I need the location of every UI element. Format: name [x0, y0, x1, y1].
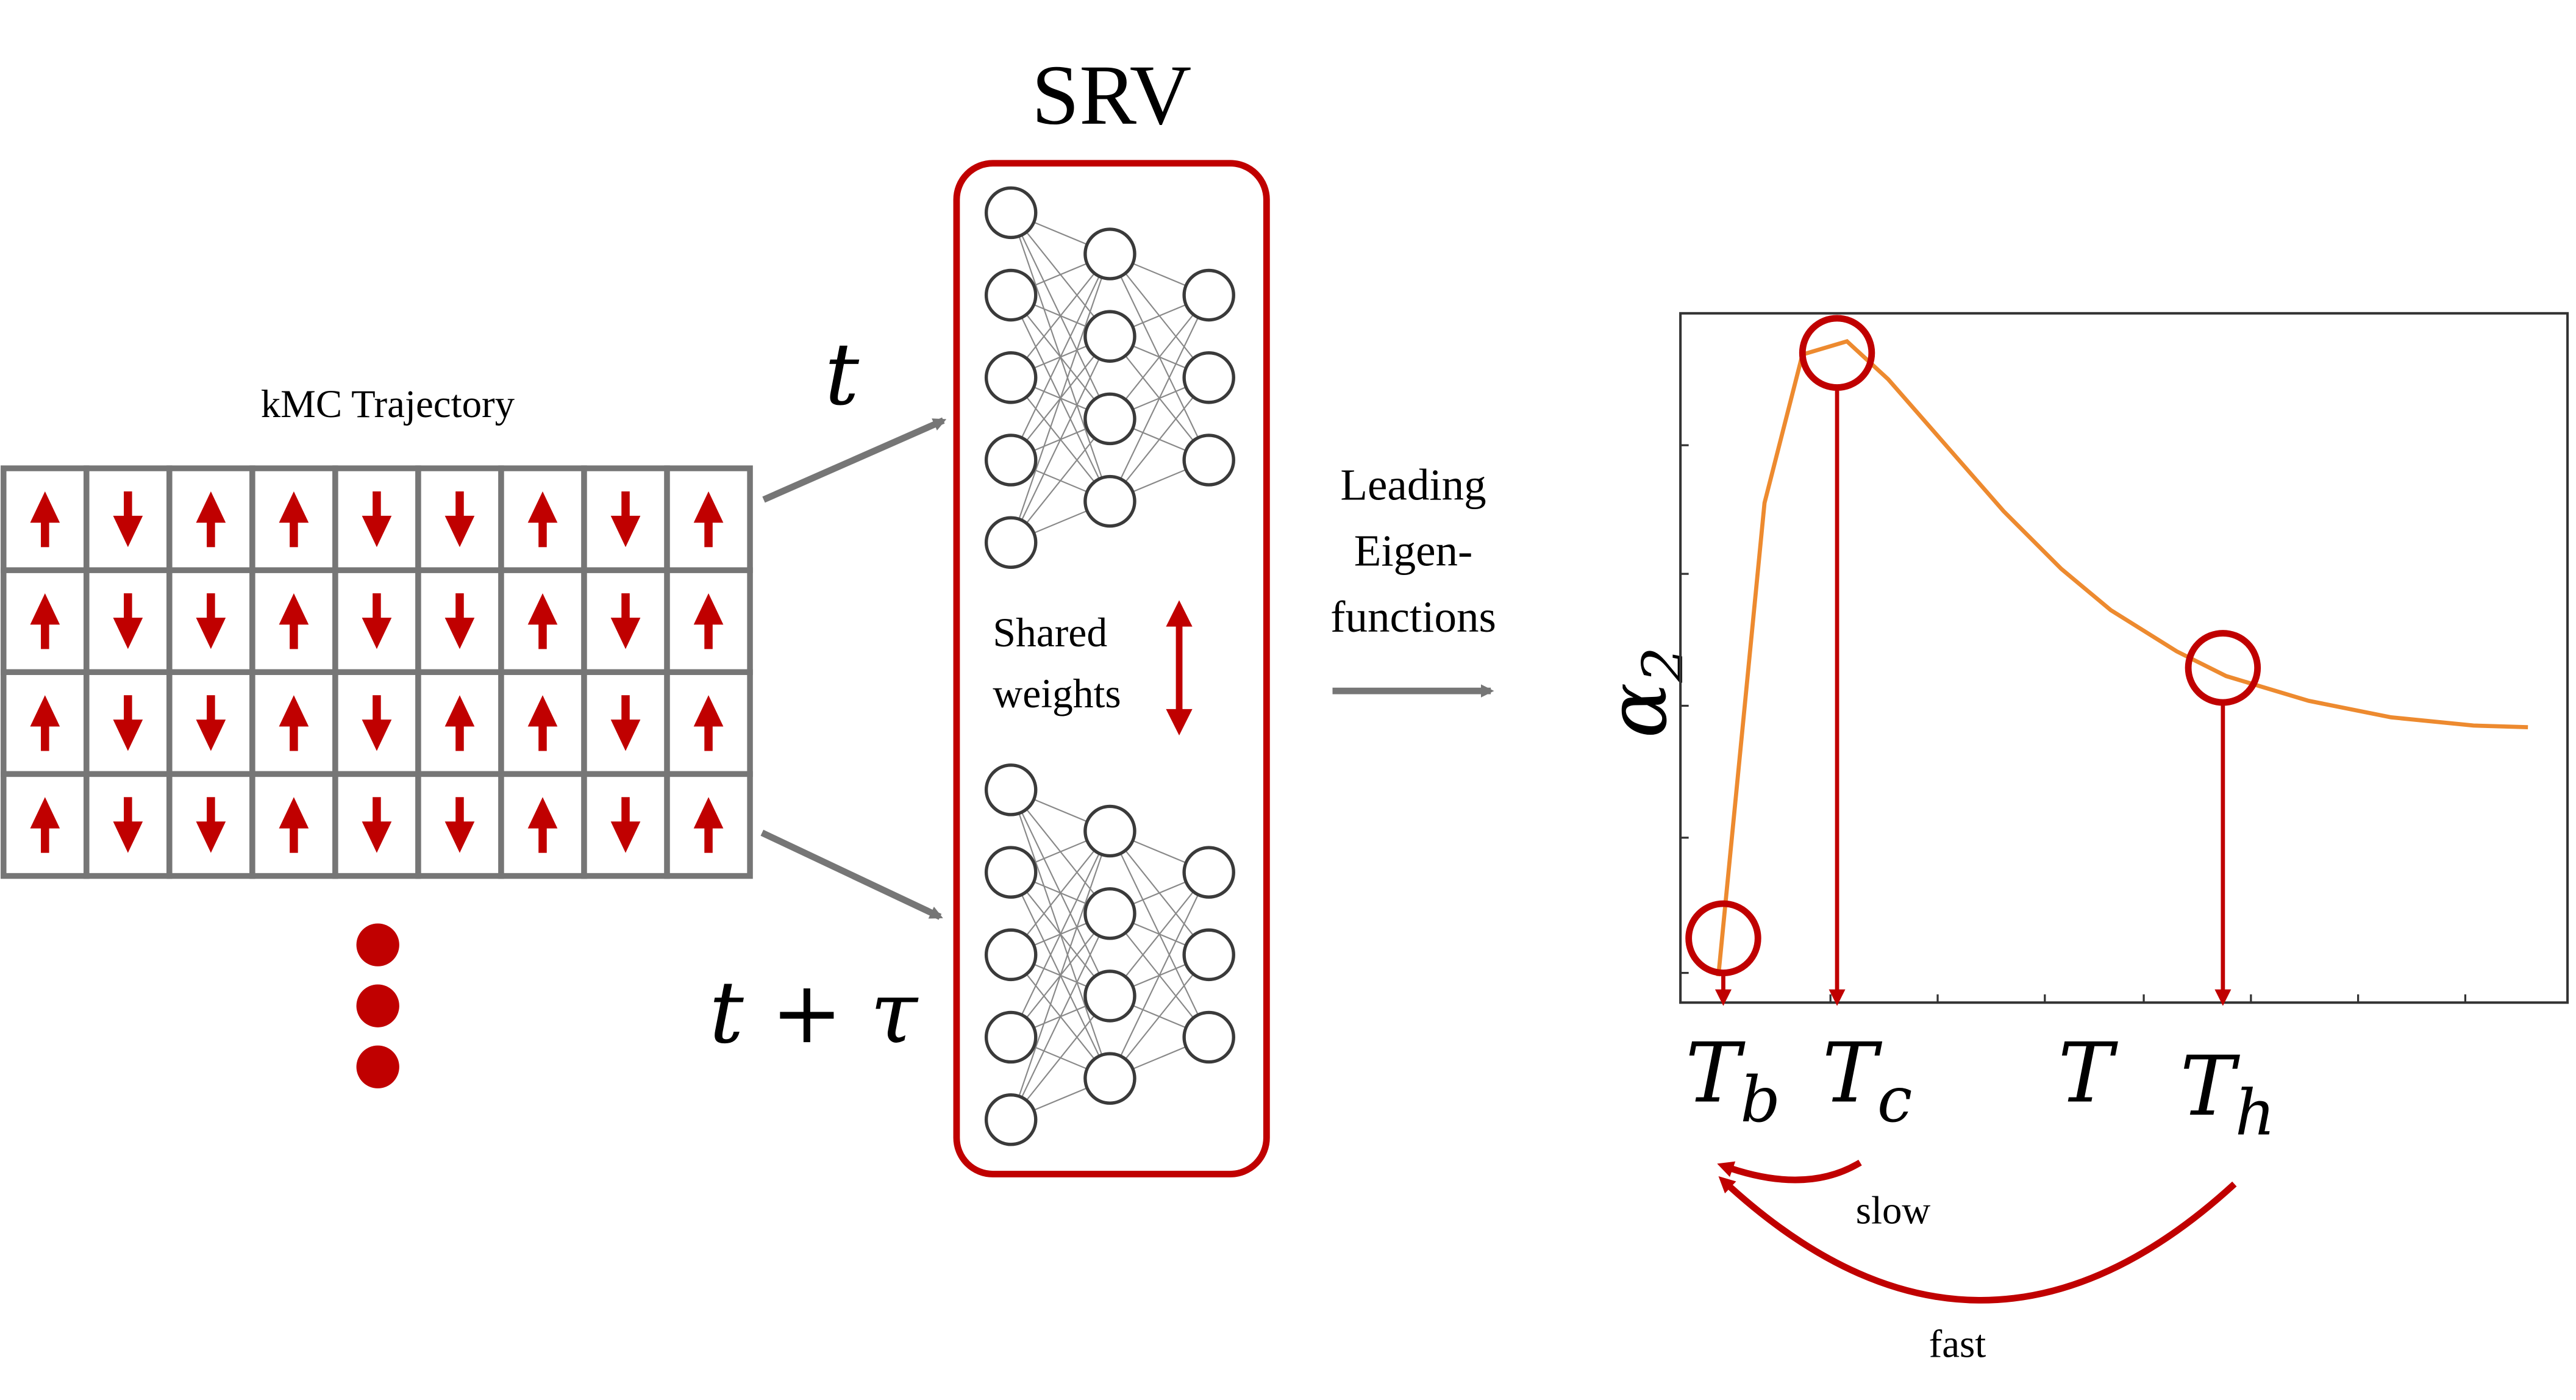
spin-down-arrow-icon [444, 593, 475, 649]
neuron-node [984, 516, 1038, 570]
neuron-node [1083, 970, 1136, 1023]
spin-up-arrow-icon [30, 491, 60, 548]
neuron-node [984, 1093, 1038, 1146]
dot [356, 1045, 399, 1088]
neural-network [984, 763, 1235, 1146]
spin-up-arrow-icon [279, 593, 309, 649]
label-t-tau: t + τ [709, 963, 919, 1063]
spin-up-arrow-icon [693, 593, 724, 649]
spin-down-arrow-icon [444, 797, 475, 853]
neuron-node [984, 846, 1038, 899]
spin-down-arrow-icon [362, 491, 392, 548]
spin-down-arrow-icon [196, 797, 226, 853]
neuron-node [1083, 804, 1136, 858]
trajectory-label: kMC Trajectory [261, 382, 515, 426]
plot-frame [1679, 312, 2569, 1004]
spin-down-arrow-icon [113, 797, 143, 853]
spin-up-arrow-icon [527, 593, 558, 649]
spin-down-arrow-icon [113, 491, 143, 548]
spin-down-arrow-icon [196, 593, 226, 649]
neuron-node [1083, 887, 1136, 940]
neuron-node [1083, 474, 1136, 528]
spin-down-arrow-icon [610, 797, 641, 853]
neuron-node [984, 928, 1038, 982]
label-th: Th [2180, 1038, 2275, 1149]
spin-up-arrow-icon [693, 695, 724, 751]
spin-up-arrow-icon [30, 695, 60, 751]
spin-down-arrow-icon [444, 491, 475, 548]
spin-lattice [1, 465, 753, 879]
neuron-node [1182, 434, 1235, 487]
marker-tb [1685, 900, 1761, 1006]
double-arrow-icon [1166, 600, 1193, 736]
axis-ticks [1680, 444, 2467, 1003]
neuron-node [984, 434, 1038, 487]
leading-line3: functions [1330, 592, 1496, 641]
label-tb: Tb [1685, 1025, 1780, 1137]
spin-down-arrow-icon [362, 797, 392, 853]
spin-up-arrow-icon [693, 491, 724, 548]
spin-up-arrow-icon [279, 491, 309, 548]
fast-label: fast [1929, 1323, 1986, 1366]
neuron-node [1083, 227, 1136, 280]
spin-up-arrow-icon [527, 797, 558, 853]
x-axis-label: T [2058, 1025, 2118, 1121]
marker-tc [1799, 315, 1875, 1006]
neuron-node [1083, 310, 1136, 363]
neuron-node [1182, 928, 1235, 982]
neuron-node [984, 1010, 1038, 1064]
shared-weights-line1: Shared [993, 610, 1107, 655]
neuron-node [1083, 1052, 1136, 1105]
spin-up-arrow-icon [196, 491, 226, 548]
spin-down-arrow-icon [610, 695, 641, 751]
spin-down-arrow-icon [610, 491, 641, 548]
label-tc: Tc [1822, 1025, 1913, 1137]
dot [356, 984, 399, 1027]
leading-line2: Eigen- [1354, 526, 1473, 576]
arrow-to-t-tau [760, 829, 943, 920]
spin-down-arrow-icon [196, 695, 226, 751]
leading-line1: Leading [1340, 460, 1486, 509]
ellipsis-dots [356, 923, 399, 1088]
fast-arrow [1718, 1176, 2237, 1304]
neural-network [984, 186, 1235, 570]
spin-up-arrow-icon [279, 695, 309, 751]
spin-up-arrow-icon [693, 797, 724, 853]
spin-up-arrow-icon [30, 797, 60, 853]
neuron-node [984, 186, 1038, 240]
spin-down-arrow-icon [113, 695, 143, 751]
neuron-node [1083, 392, 1136, 446]
neural-networks [984, 186, 1235, 1146]
label-t: t [825, 325, 860, 425]
spin-down-arrow-icon [113, 593, 143, 649]
y-axis-label: α2 [1589, 647, 1696, 738]
srv-title: SRV [1032, 48, 1191, 143]
shared-weights-line2: weights [993, 671, 1121, 716]
neuron-node [984, 763, 1038, 816]
neuron-node [984, 351, 1038, 404]
neuron-node [1182, 351, 1235, 404]
alpha2-curve [1716, 339, 2528, 977]
spin-down-arrow-icon [362, 593, 392, 649]
spin-up-arrow-icon [279, 797, 309, 853]
spin-down-arrow-icon [610, 593, 641, 649]
spin-up-arrow-icon [444, 695, 475, 751]
srv-box [953, 160, 1270, 1177]
neuron-node [1182, 268, 1235, 322]
spin-up-arrow-icon [527, 491, 558, 548]
spin-down-arrow-icon [362, 695, 392, 751]
marker-th [2185, 630, 2261, 1006]
arrow-to-t [762, 417, 947, 503]
spin-up-arrow-icon [30, 593, 60, 649]
slow-arrow [1717, 1159, 1862, 1184]
neuron-node [984, 268, 1038, 322]
neuron-node [1182, 846, 1235, 899]
dot [356, 923, 399, 966]
neuron-node [1182, 1010, 1235, 1064]
spin-up-arrow-icon [527, 695, 558, 751]
slow-label: slow [1856, 1189, 1931, 1233]
